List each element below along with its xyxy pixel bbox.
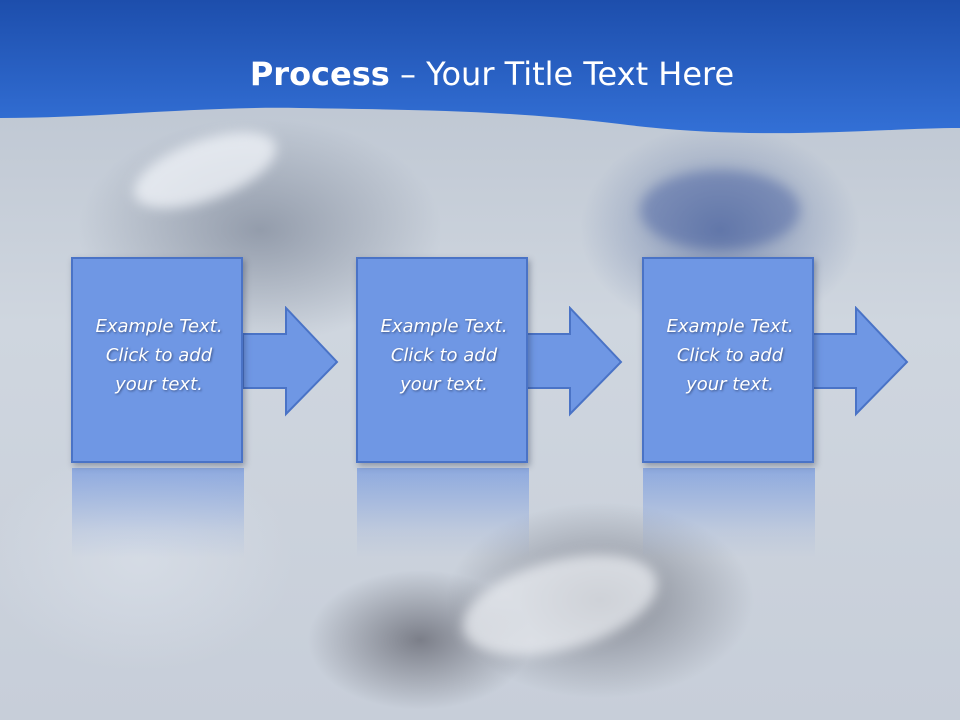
step-text-line: Click to add (105, 345, 213, 366)
process-step-box[interactable]: Example Text. Click to add your text. (356, 257, 528, 463)
step-text[interactable]: Example Text. Click to add your text. (73, 312, 245, 399)
title-bold: Process (249, 55, 390, 93)
background-streak (640, 170, 800, 250)
step-reflection (72, 468, 244, 558)
slide-title[interactable]: Process – Your Title Text Here (0, 52, 960, 96)
step-text[interactable]: Example Text. Click to add your text. (644, 312, 816, 399)
step-text-line: your text. (400, 374, 488, 395)
step-text-line: Example Text. (666, 316, 794, 337)
step-reflection (643, 468, 815, 558)
arrow-right-icon (242, 306, 339, 417)
arrow-right-icon (812, 306, 909, 417)
title-rest: – Your Title Text Here (389, 55, 735, 93)
step-text-line: Example Text. (380, 316, 508, 337)
step-text-line: Click to add (390, 345, 498, 366)
process-step-box[interactable]: Example Text. Click to add your text. (642, 257, 814, 463)
step-text-line: Example Text. (95, 316, 223, 337)
arrow-right-icon (526, 306, 623, 417)
step-reflection (357, 468, 529, 558)
step-text-line: your text. (686, 374, 774, 395)
step-text-line: your text. (115, 374, 203, 395)
header-banner (0, 0, 960, 134)
process-step-box[interactable]: Example Text. Click to add your text. (71, 257, 243, 463)
step-text-line: Click to add (676, 345, 784, 366)
step-text[interactable]: Example Text. Click to add your text. (358, 312, 530, 399)
